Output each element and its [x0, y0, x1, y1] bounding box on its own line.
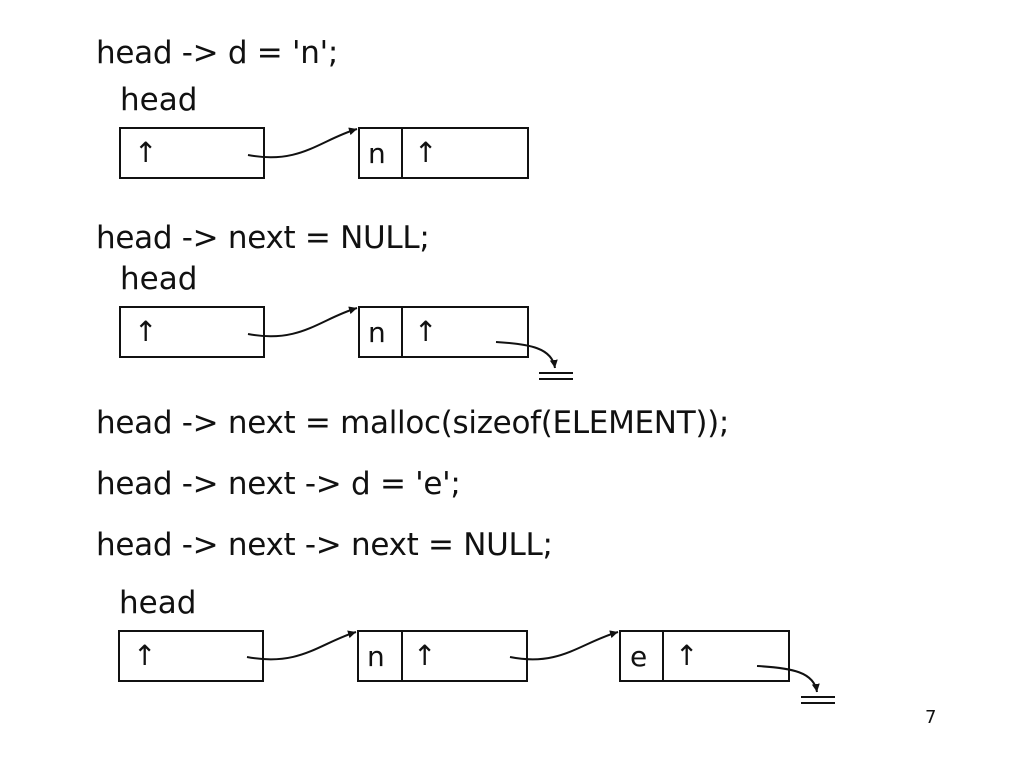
node-box: [619, 630, 790, 682]
null-pointer-arrow: [495, 341, 558, 369]
head-pointer-box: [119, 127, 265, 179]
pointer-arrow: [247, 306, 358, 338]
node-data-value: n: [368, 316, 386, 349]
node-box: [358, 306, 529, 358]
head-pointer-box: [119, 306, 265, 358]
up-arrow-icon: ↑: [134, 136, 158, 169]
pointer-arrow: [509, 630, 619, 661]
node-data-value: n: [367, 640, 385, 673]
head-label: head: [120, 261, 198, 297]
code-statement-3: head -> next = malloc(sizeof(ELEMENT));: [96, 405, 730, 441]
up-arrow-icon: ↑: [134, 315, 158, 348]
ground-null-icon: [539, 372, 573, 380]
page-number: 7: [925, 707, 937, 728]
up-arrow-icon: ↑: [414, 315, 438, 348]
head-label: head: [119, 585, 197, 621]
head-label: head: [120, 82, 198, 118]
code-statement-2: head -> next = NULL;: [96, 220, 430, 256]
pointer-arrow: [246, 630, 357, 661]
code-statement-1: head -> d = 'n';: [96, 35, 338, 71]
up-arrow-icon: ↑: [414, 136, 438, 169]
ground-null-icon: [801, 696, 835, 704]
up-arrow-icon: ↑: [413, 639, 437, 672]
node-box: [357, 630, 528, 682]
node-box: [358, 127, 529, 179]
node-data-value: e: [630, 640, 648, 673]
code-statement-5: head -> next -> next = NULL;: [96, 527, 553, 563]
code-statement-4: head -> next -> d = 'e';: [96, 466, 461, 502]
pointer-arrow: [247, 127, 358, 159]
node-data-value: n: [368, 137, 386, 170]
up-arrow-icon: ↑: [133, 639, 157, 672]
head-pointer-box: [118, 630, 264, 682]
up-arrow-icon: ↑: [675, 639, 699, 672]
null-pointer-arrow: [756, 665, 820, 693]
